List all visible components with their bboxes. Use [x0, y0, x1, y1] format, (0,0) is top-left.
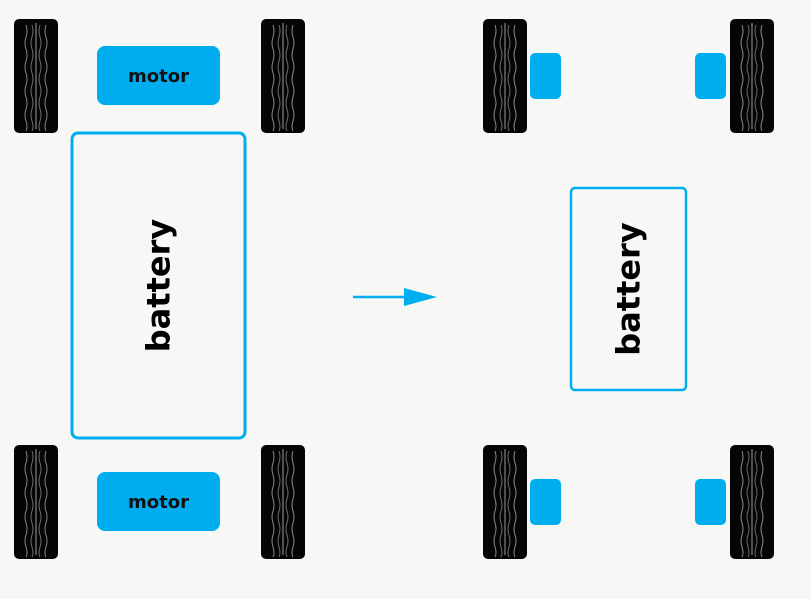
tire-icon [260, 18, 306, 134]
tire-icon [729, 18, 775, 134]
small-battery-label: battery [610, 222, 648, 356]
tire-icon [482, 444, 528, 560]
tire-icon [13, 18, 59, 134]
after-layout: battery [482, 18, 775, 560]
hub-motor [695, 53, 726, 99]
tire-icon [482, 18, 528, 134]
before-layout: motor motor battery [13, 18, 306, 560]
tire-icon [13, 444, 59, 560]
arrow-right-icon [353, 288, 437, 306]
tire-icon [260, 444, 306, 560]
front-motor-label: motor [128, 66, 189, 87]
hub-motor [695, 479, 726, 525]
hub-motor [530, 53, 561, 99]
rear-motor: motor [97, 472, 220, 531]
large-battery: battery [70, 131, 247, 440]
hub-motor [530, 479, 561, 525]
rear-motor-label: motor [128, 492, 189, 513]
large-battery-label: battery [140, 219, 178, 353]
small-battery: battery [569, 186, 688, 392]
tire-icon [729, 444, 775, 560]
front-motor: motor [97, 46, 220, 105]
